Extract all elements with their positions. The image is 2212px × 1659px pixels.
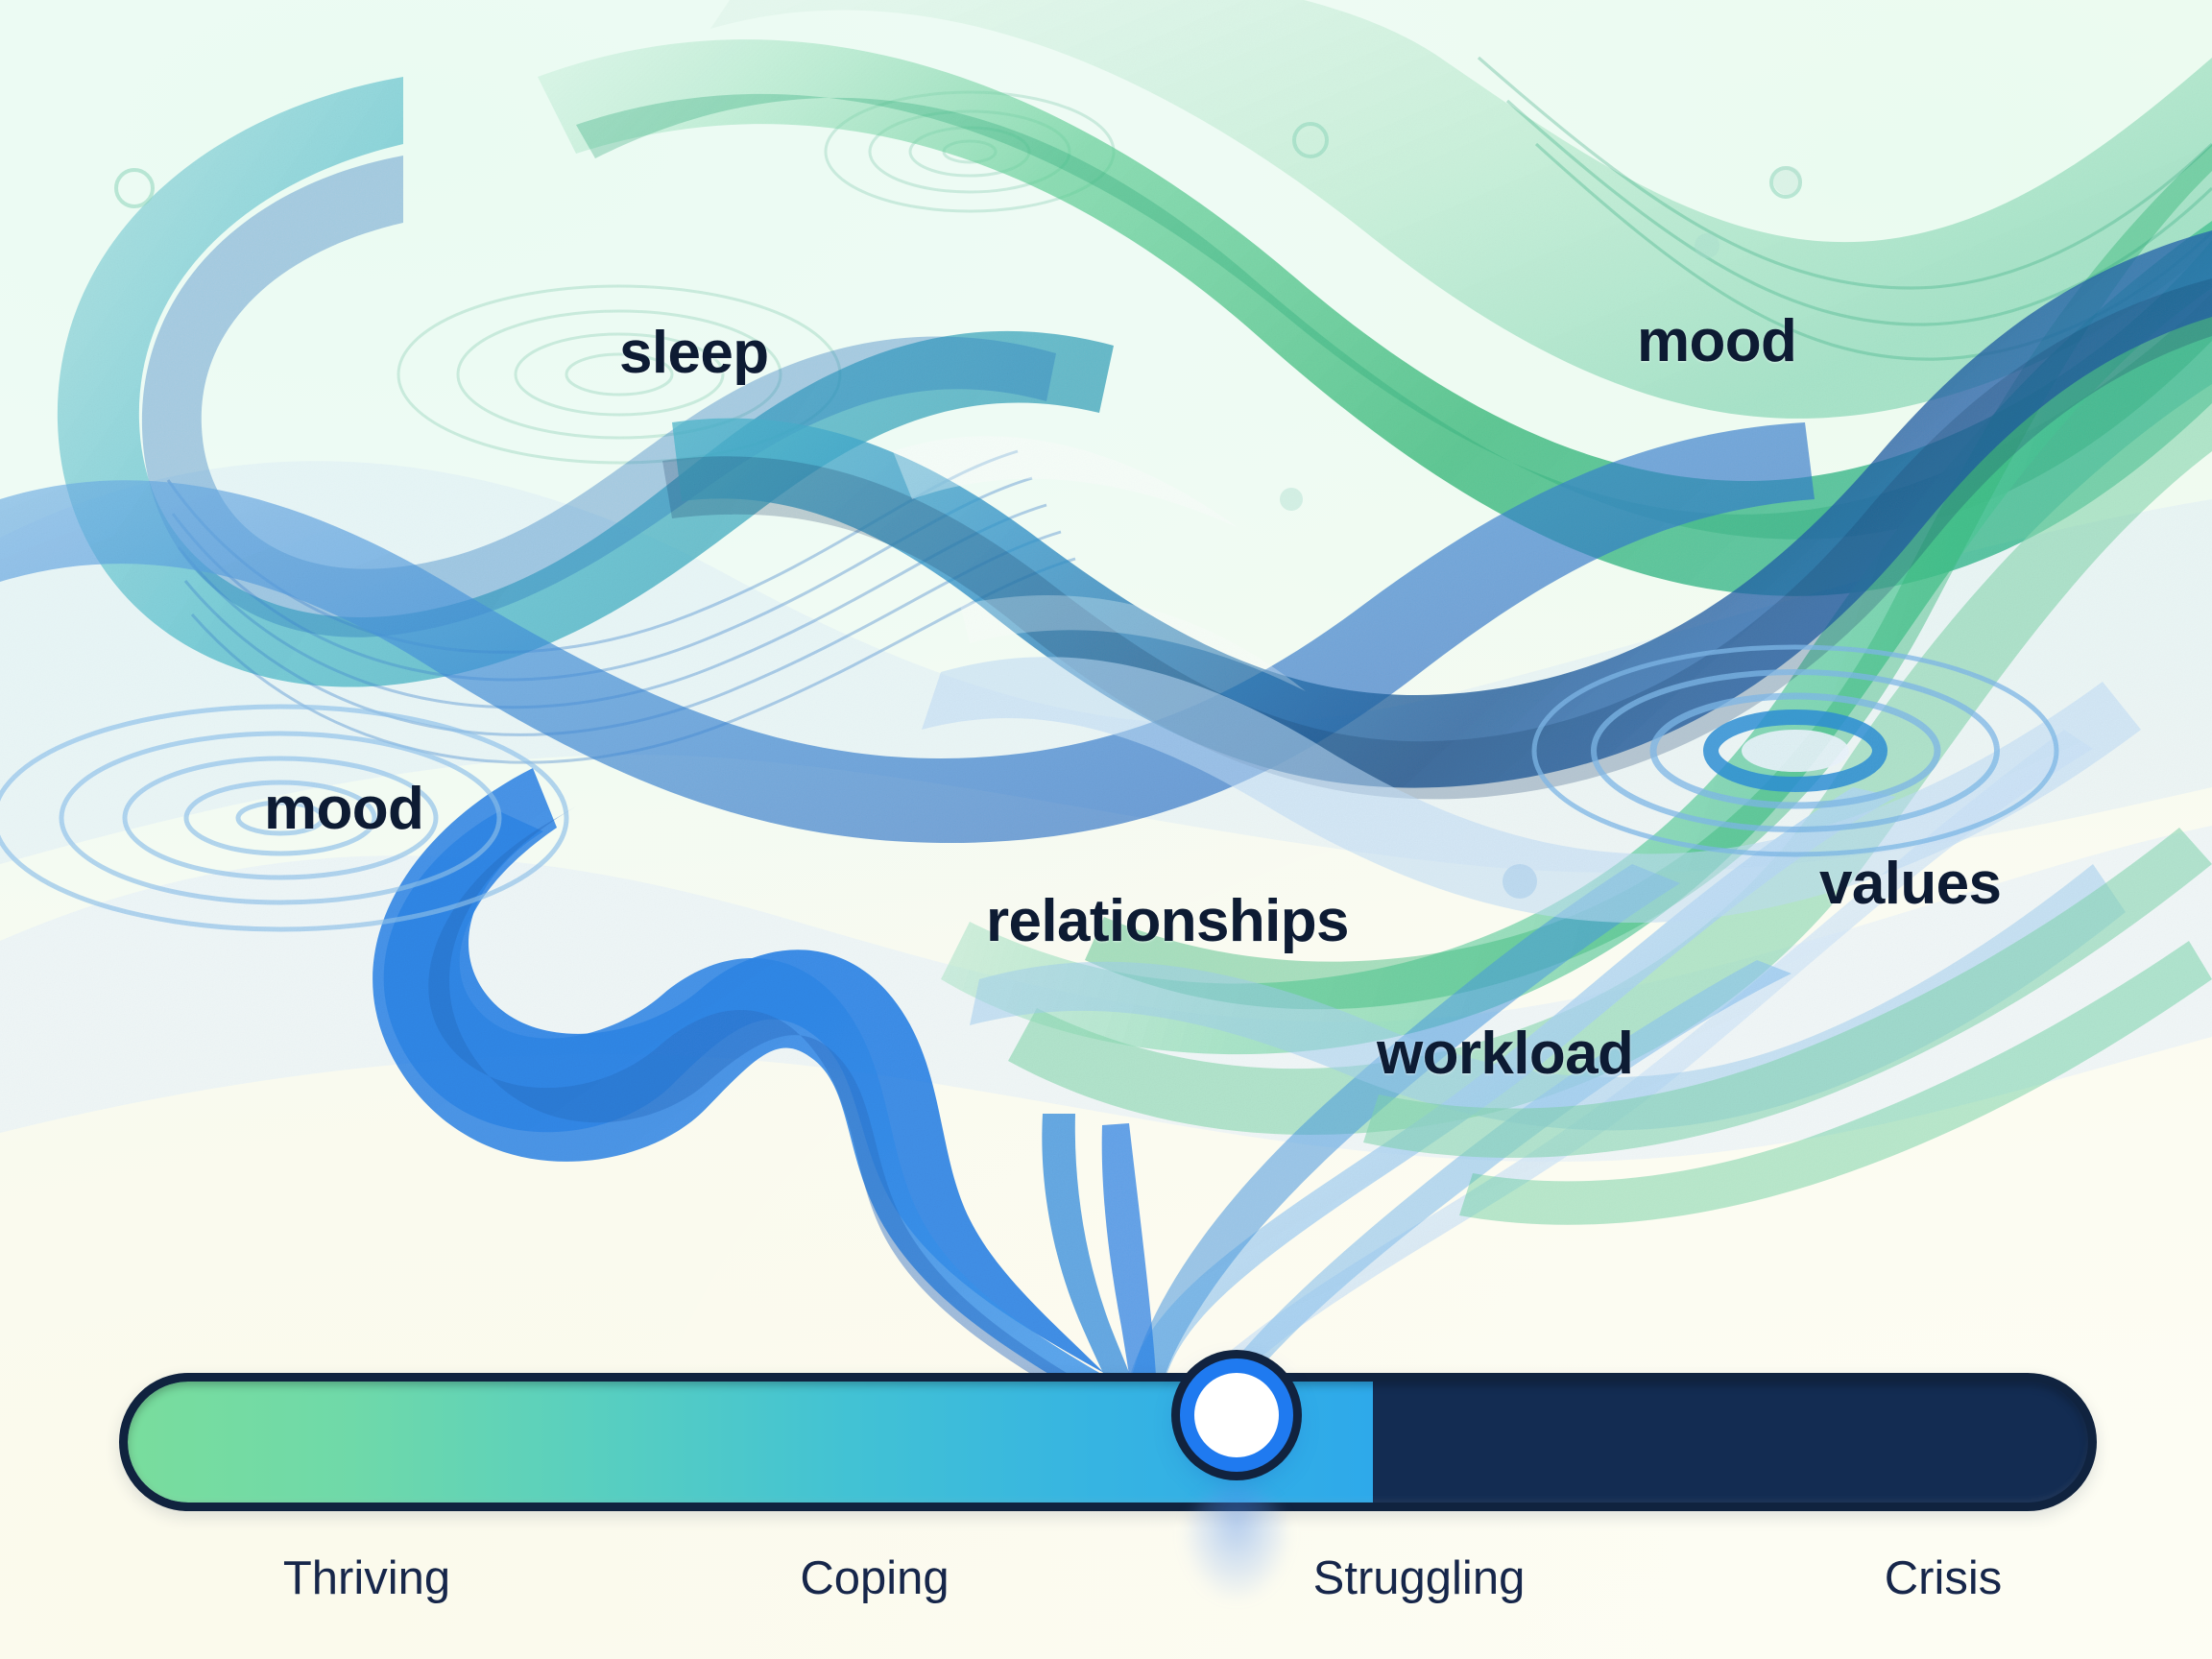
label-relationships-text: relationships — [986, 888, 1349, 954]
tick-coping: Coping — [800, 1551, 949, 1605]
tick-thriving-text: Thriving — [282, 1552, 451, 1604]
label-relationships: relationships — [986, 887, 1349, 955]
tick-crisis: Crisis — [1885, 1551, 2002, 1605]
label-sleep: sleep — [619, 319, 769, 387]
label-mood-top-text: mood — [1637, 308, 1797, 374]
slider-fill — [128, 1382, 1373, 1503]
label-values-text: values — [1819, 851, 2002, 917]
slider-thumb[interactable] — [1180, 1358, 1293, 1472]
label-values: values — [1819, 850, 2002, 918]
tick-struggling: Struggling — [1313, 1551, 1526, 1605]
label-mood-left: mood — [264, 775, 424, 843]
label-workload: workload — [1377, 1020, 1634, 1088]
tick-thriving: Thriving — [283, 1551, 450, 1605]
slider-thumb-glow — [1183, 1486, 1290, 1599]
tick-struggling-text: Struggling — [1312, 1552, 1526, 1604]
tick-crisis-text: Crisis — [1884, 1552, 2003, 1604]
label-mood-left-text: mood — [264, 776, 424, 842]
slider-track[interactable] — [119, 1373, 2097, 1511]
label-mood-top: mood — [1637, 307, 1797, 375]
wellbeing-slider[interactable]: Thriving Coping Struggling Crisis — [0, 1352, 2212, 1659]
label-sleep-text: sleep — [619, 320, 769, 386]
tick-coping-text: Coping — [800, 1552, 950, 1604]
label-workload-text: workload — [1377, 1021, 1634, 1087]
